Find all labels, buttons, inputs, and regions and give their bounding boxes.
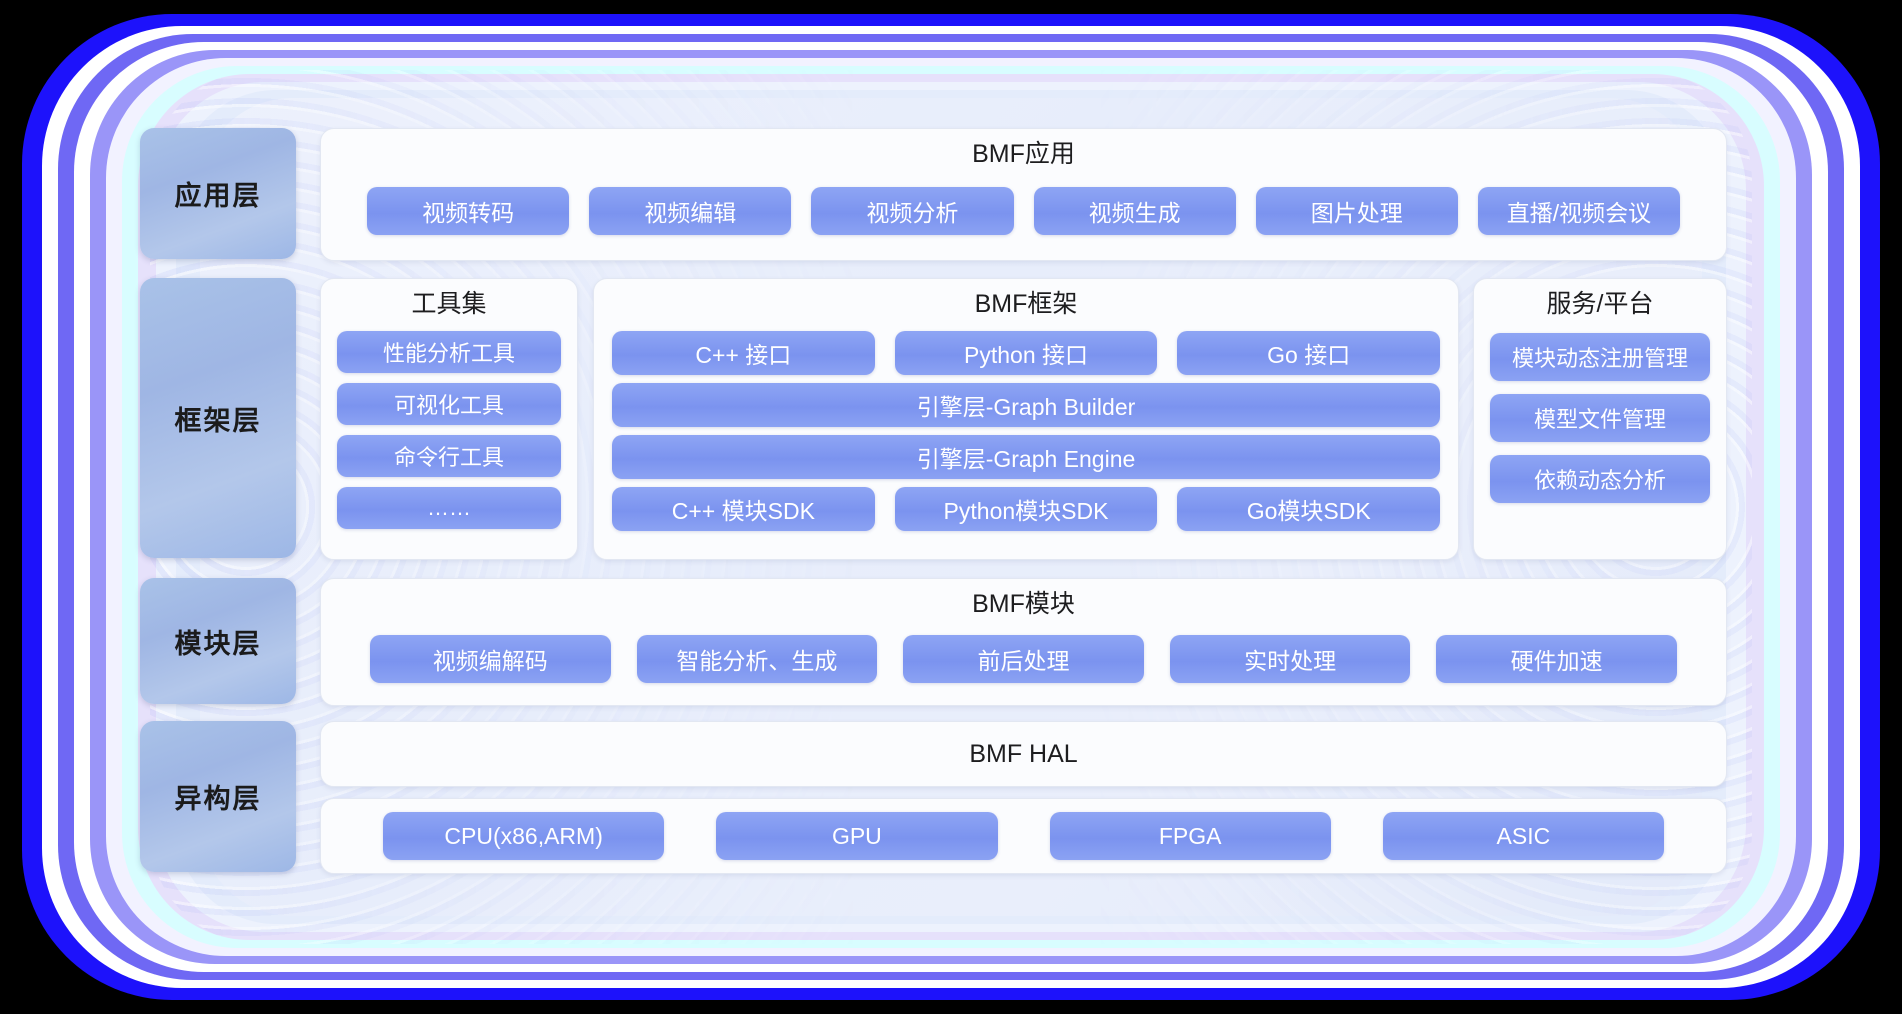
app-chip-video-transcode[interactable]: 视频转码 xyxy=(367,187,570,235)
panel-bmf-hal-hardware: CPU(x86,ARM) GPU FPGA ASIC xyxy=(320,798,1727,874)
layer-label-framework: 框架层 xyxy=(140,278,296,558)
panel-toolset: 工具集 性能分析工具 可视化工具 命令行工具 …… xyxy=(320,278,578,560)
tool-chip-performance-analysis[interactable]: 性能分析工具 xyxy=(337,331,561,373)
layer-label-text: 模块层 xyxy=(174,628,262,659)
panel-title-bmf-module: BMF模块 xyxy=(972,590,1075,618)
panel-title-bmf-hal: BMF HAL xyxy=(969,739,1078,768)
module-chip-pre-post-processing[interactable]: 前后处理 xyxy=(903,635,1144,683)
panel-title-toolset: 工具集 xyxy=(411,290,487,318)
hal-chip-fpga[interactable]: FPGA xyxy=(1049,812,1331,860)
panel-bmf-application: BMF应用 视频转码 视频编辑 视频分析 视频生成 图片处理 直播/视频会议 xyxy=(320,128,1727,261)
framework-sdk-row: C++ 模块SDK Python模块SDK Go模块SDK xyxy=(612,487,1441,531)
framework-chip-graph-engine[interactable]: 引擎层-Graph Engine xyxy=(612,435,1440,479)
framework-chip-python-module-sdk[interactable]: Python模块SDK xyxy=(894,487,1158,531)
framework-chip-cpp-interface[interactable]: C++ 接口 xyxy=(612,331,875,375)
panel-title-service-platform: 服务/平台 xyxy=(1546,290,1654,318)
app-chip-video-analysis[interactable]: 视频分析 xyxy=(811,187,1014,235)
framework-chip-go-interface[interactable]: Go 接口 xyxy=(1177,331,1441,375)
hal-chip-gpu[interactable]: GPU xyxy=(716,812,998,860)
app-chip-video-generation[interactable]: 视频生成 xyxy=(1033,187,1236,235)
tool-chip-visualization[interactable]: 可视化工具 xyxy=(337,383,561,425)
panel-title-bmf-application: BMF应用 xyxy=(972,140,1075,168)
module-chip-hardware-acceleration[interactable]: 硬件加速 xyxy=(1436,635,1677,683)
framework-chip-cpp-module-sdk[interactable]: C++ 模块SDK xyxy=(612,487,875,531)
app-chip-video-editing[interactable]: 视频编辑 xyxy=(589,187,792,235)
layer-label-text: 异构层 xyxy=(174,784,262,814)
module-chip-video-codec[interactable]: 视频编解码 xyxy=(370,635,611,683)
layer-label-heterogeneous: 异构层 xyxy=(140,721,296,872)
panel-service-platform: 服务/平台 模块动态注册管理 模型文件管理 依赖动态分析 xyxy=(1473,278,1727,560)
panel-bmf-hal-title: BMF HAL xyxy=(320,721,1727,787)
application-chip-row: 视频转码 视频编辑 视频分析 视频生成 图片处理 直播/视频会议 xyxy=(321,187,1726,235)
hal-chip-cpu[interactable]: CPU(x86,ARM) xyxy=(383,812,665,860)
module-chip-intelligent-analysis[interactable]: 智能分析、生成 xyxy=(636,635,878,683)
layer-label-text: 框架层 xyxy=(174,405,262,436)
module-chip-realtime-processing[interactable]: 实时处理 xyxy=(1169,635,1411,683)
module-chip-row: 视频编解码 智能分析、生成 前后处理 实时处理 硬件加速 xyxy=(321,635,1726,683)
layer-label-text: 应用层 xyxy=(174,181,262,211)
service-chip-model-file-management[interactable]: 模型文件管理 xyxy=(1490,394,1710,442)
app-chip-live-video-conference[interactable]: 直播/视频会议 xyxy=(1477,187,1681,235)
hal-chip-row: CPU(x86,ARM) GPU FPGA ASIC xyxy=(321,812,1726,860)
layer-label-module: 模块层 xyxy=(140,578,296,704)
framework-chip-go-module-sdk[interactable]: Go模块SDK xyxy=(1177,487,1441,531)
toolset-chip-stack: 性能分析工具 可视化工具 命令行工具 …… xyxy=(337,331,561,529)
app-chip-image-processing[interactable]: 图片处理 xyxy=(1255,187,1458,235)
panel-title-bmf-framework: BMF框架 xyxy=(974,290,1078,318)
framework-chip-graph-builder[interactable]: 引擎层-Graph Builder xyxy=(612,383,1440,427)
service-chip-dependency-dynamic-analysis[interactable]: 依赖动态分析 xyxy=(1490,455,1710,503)
panel-bmf-module: BMF模块 视频编解码 智能分析、生成 前后处理 实时处理 硬件加速 xyxy=(320,578,1727,706)
layer-label-application: 应用层 xyxy=(140,128,296,259)
service-chip-module-dynamic-registration[interactable]: 模块动态注册管理 xyxy=(1490,333,1710,381)
hal-chip-asic[interactable]: ASIC xyxy=(1382,812,1664,860)
service-chip-stack: 模块动态注册管理 模型文件管理 依赖动态分析 xyxy=(1490,333,1710,503)
tool-chip-command-line[interactable]: 命令行工具 xyxy=(337,435,561,477)
tool-chip-more[interactable]: …… xyxy=(337,487,561,529)
framework-interface-row: C++ 接口 Python 接口 Go 接口 xyxy=(612,331,1441,375)
framework-chip-python-interface[interactable]: Python 接口 xyxy=(894,331,1158,375)
panel-bmf-framework: BMF框架 C++ 接口 Python 接口 Go 接口 引擎层-Graph B… xyxy=(593,278,1459,560)
